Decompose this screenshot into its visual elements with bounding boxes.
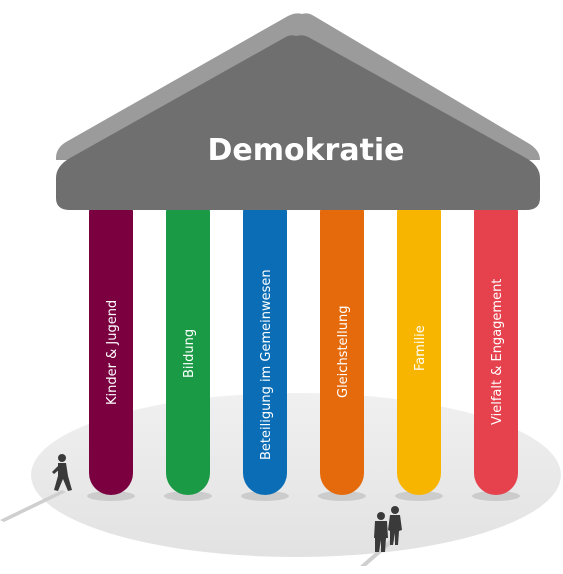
pillar bbox=[320, 190, 364, 495]
pillar bbox=[166, 190, 210, 495]
person-shadow-left bbox=[0, 490, 66, 522]
roof-front-face bbox=[56, 35, 540, 211]
pillar-base-shadow bbox=[87, 491, 135, 501]
pillar-label: Vielfalt & Engagement bbox=[490, 279, 505, 425]
person-couple-woman bbox=[388, 506, 402, 545]
pillar-base-shadow bbox=[241, 491, 289, 501]
pillar-label: Gleichstellung bbox=[336, 305, 351, 398]
pillars-group: Kinder & Jugend Bildung Beteiligung im Gem… bbox=[87, 190, 520, 501]
roof-title: Demokratie bbox=[207, 133, 404, 168]
pillar-base-shadow bbox=[472, 491, 520, 501]
walking-person-left bbox=[52, 454, 72, 491]
pillar bbox=[397, 190, 441, 495]
pillar bbox=[243, 190, 287, 495]
pillar-label: Familie bbox=[413, 325, 428, 371]
pillar bbox=[474, 190, 518, 495]
pillar-label: Beteiligung im Gemeinwesen bbox=[259, 269, 274, 460]
pillar-base-shadow bbox=[164, 491, 212, 501]
pillar-base-shadow bbox=[395, 491, 443, 501]
pillar-base-shadow bbox=[318, 491, 366, 501]
pillar-label: Kinder & Jugend bbox=[105, 300, 120, 405]
people-figures bbox=[52, 454, 402, 552]
pillar-label: Bildung bbox=[182, 329, 197, 378]
person-couple-man bbox=[374, 512, 388, 552]
temple-roof: Demokratie bbox=[56, 13, 540, 211]
pillar bbox=[89, 190, 133, 495]
